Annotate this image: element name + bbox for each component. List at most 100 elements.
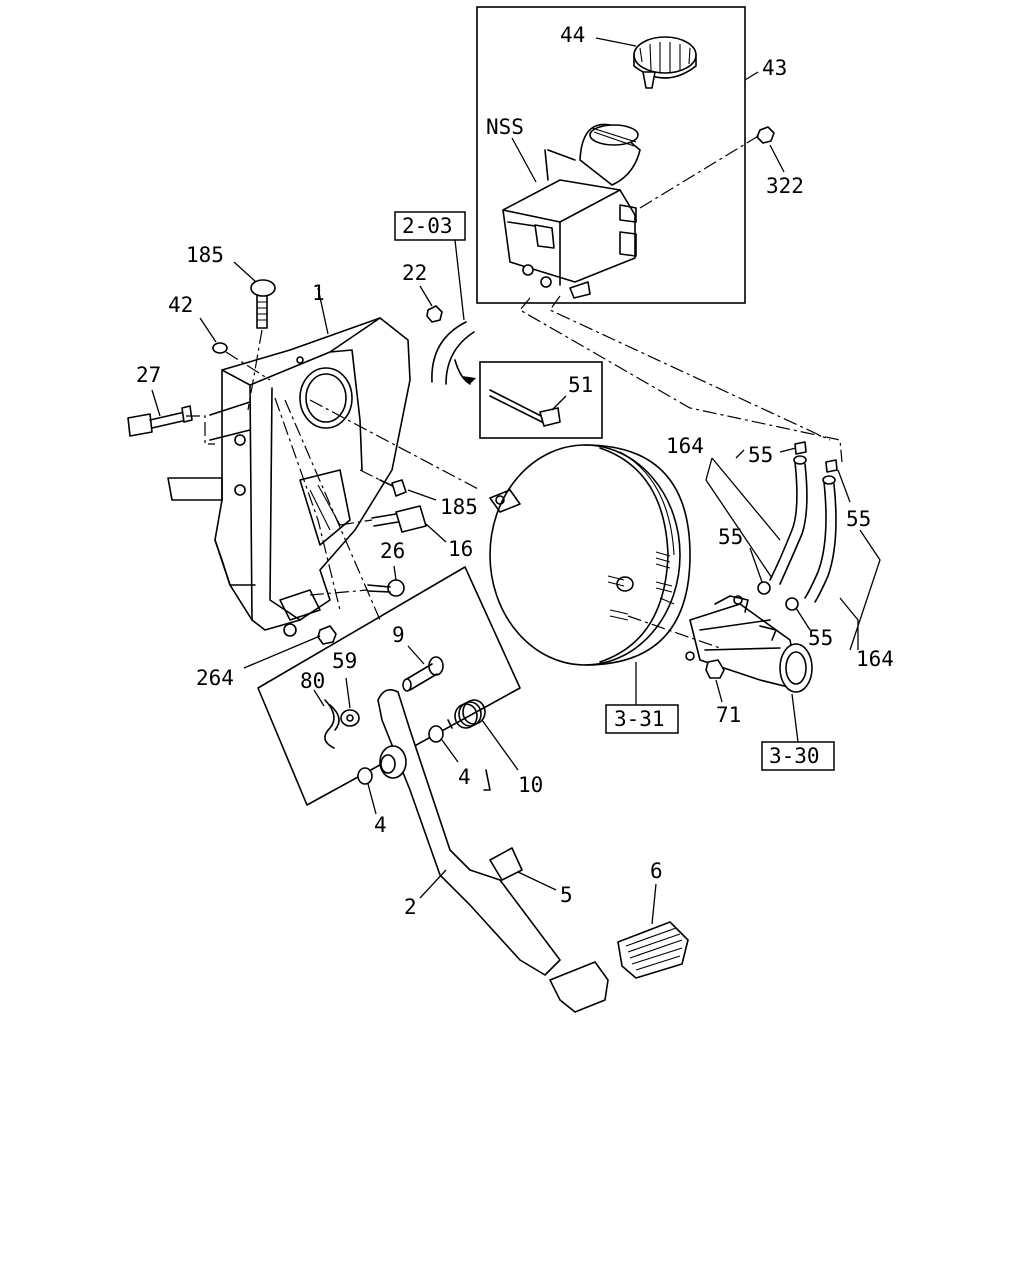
- leader-51: [551, 395, 567, 411]
- clamp-55-low: [785, 597, 799, 611]
- nut-264: [317, 625, 337, 645]
- callout-ref-3-31: 3-31: [614, 707, 665, 731]
- bracket-dash-185: [247, 329, 263, 411]
- clamp-55-mid: [757, 581, 771, 595]
- leader-27: [151, 389, 161, 417]
- leader-55-low: [795, 607, 811, 631]
- bolt-185-mid: [379, 479, 407, 497]
- switch-16: [371, 505, 427, 533]
- callout-59: 59: [332, 649, 357, 673]
- nut-22: [426, 305, 443, 323]
- leader-5: [517, 871, 557, 891]
- callout-264: 264: [196, 666, 234, 690]
- pin-27: [127, 405, 193, 437]
- clip-inset-frame: [479, 361, 603, 439]
- nut-322: [756, 126, 775, 144]
- booster-stud-dash: [627, 615, 721, 649]
- callout-80: 80: [300, 669, 325, 693]
- bracket-dash-27: [186, 415, 215, 445]
- booster-center-dash: [309, 399, 481, 491]
- callout-22: 22: [402, 261, 427, 285]
- bolt-26: [367, 579, 405, 597]
- callout-4-low: 4: [374, 813, 387, 837]
- callout-5: 5: [560, 883, 573, 907]
- callout-185-mid: 185: [440, 495, 478, 519]
- bracket-dash-26: [309, 589, 369, 596]
- spring-10: [447, 699, 491, 791]
- callout-6: 6: [650, 859, 663, 883]
- pivot-bolt-9: [402, 656, 444, 692]
- leader-16: [425, 523, 447, 543]
- callout-51: 51: [568, 373, 593, 397]
- leader-26: [393, 565, 397, 581]
- callout-55-top: 55: [748, 443, 773, 467]
- leader-185-mid: [407, 489, 437, 501]
- callout-164-top: 164: [666, 434, 704, 458]
- leader-322: [769, 144, 785, 173]
- bracket-dash-42: [225, 351, 271, 381]
- master-cylinder: [685, 595, 813, 693]
- leader-164-top: [705, 457, 781, 579]
- leader-2: [419, 869, 447, 899]
- bushing-4-low: [357, 767, 373, 785]
- reservoir-cap: [633, 36, 697, 89]
- leader-264: [243, 635, 321, 669]
- callout-185-top: 185: [186, 243, 224, 267]
- clamp-55-top: [794, 441, 807, 455]
- bushing-4-mid: [428, 725, 444, 743]
- callout-42: 42: [168, 293, 193, 317]
- bracket-dash-16: [339, 519, 373, 526]
- leader-71: [715, 679, 723, 703]
- callout-55-right: 55: [846, 507, 871, 531]
- pedal-pad-6: [617, 921, 689, 979]
- hose-2-03: [431, 321, 475, 385]
- leader-203: [454, 239, 465, 321]
- callout-71: 71: [716, 703, 741, 727]
- washer-42: [212, 342, 228, 354]
- leader-nss: [511, 137, 537, 183]
- cable-tie-51: [489, 389, 561, 427]
- callout-1: 1: [312, 281, 325, 305]
- callout-ref-3-30: 3-30: [769, 744, 820, 768]
- callout-44: 44: [560, 23, 585, 47]
- callout-16: 16: [448, 537, 473, 561]
- leader-55-top: [735, 447, 797, 459]
- callout-10: 10: [518, 773, 543, 797]
- leader-9: [407, 645, 425, 665]
- callout-9: 9: [392, 623, 405, 647]
- pedal-arm: [377, 689, 561, 976]
- pedal-pad-arm-end: [549, 961, 609, 1013]
- leader-1: [317, 287, 329, 335]
- ref-box-3-30: [761, 741, 835, 771]
- callout-26: 26: [380, 539, 405, 563]
- leader-42: [199, 317, 217, 343]
- stopper-5: [489, 847, 523, 881]
- callout-nss: NSS: [486, 115, 524, 139]
- callout-4-mid: 4: [458, 765, 471, 789]
- callout-43: 43: [762, 56, 787, 80]
- leader-10: [481, 719, 519, 771]
- leader-43: [744, 71, 759, 81]
- pedal-hardware-frame: [257, 566, 521, 806]
- leader-4-mid: [441, 739, 459, 763]
- callout-164-low: 164: [856, 647, 894, 671]
- booster: [489, 444, 691, 666]
- leader-55-right: [837, 469, 851, 503]
- reservoir-dash-line: [519, 297, 843, 463]
- bracket-dash-185mid: [359, 469, 381, 481]
- clip-80: [324, 699, 340, 749]
- bolt-185-top: [250, 279, 276, 329]
- leader-330: [791, 693, 799, 743]
- ref-box-2-03: [394, 211, 466, 241]
- bracket-dash-pedal: [274, 397, 381, 621]
- callout-27: 27: [136, 363, 161, 387]
- leader-185-top: [233, 261, 257, 283]
- reservoir-tank: [502, 123, 641, 299]
- pipe-164-right: [804, 475, 837, 603]
- callout-55-mid: 55: [718, 525, 743, 549]
- leader-80: [313, 689, 325, 707]
- reservoir-inset-frame: [476, 6, 746, 304]
- washer-59: [340, 709, 360, 727]
- ref-box-3-31: [605, 704, 679, 734]
